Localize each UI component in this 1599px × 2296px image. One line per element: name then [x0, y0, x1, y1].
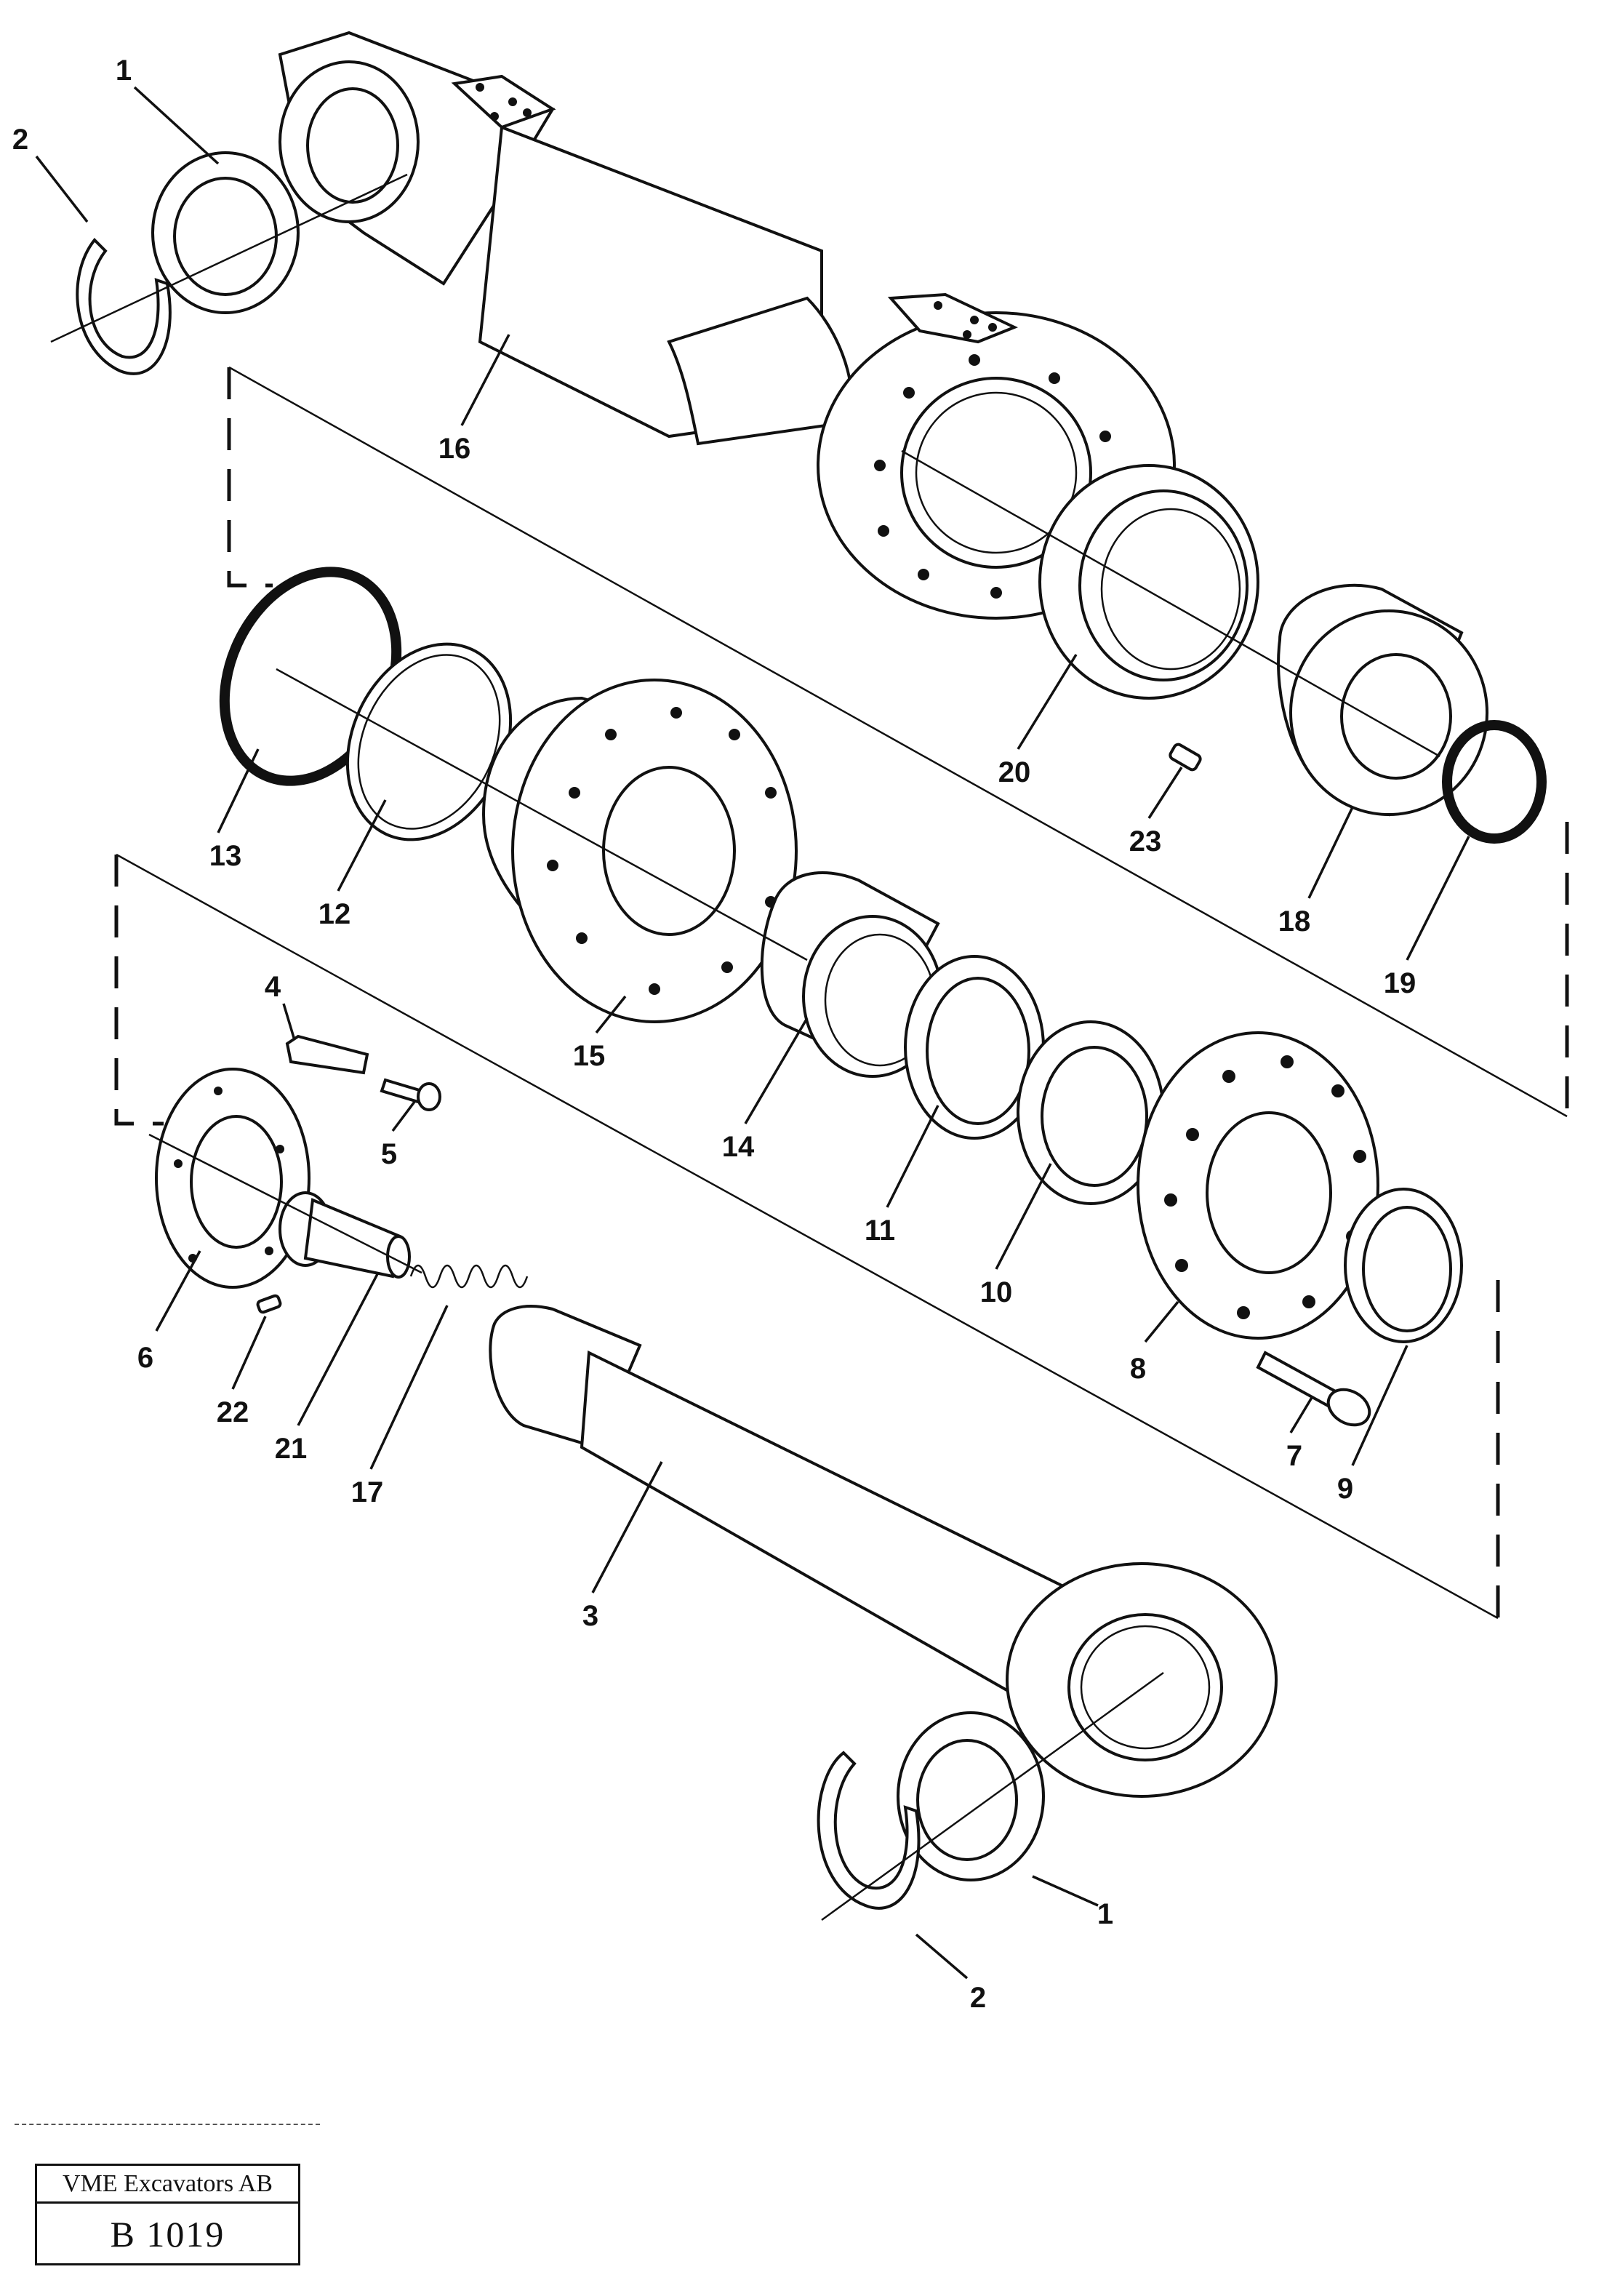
callout-1-bottom: 1: [1097, 1898, 1113, 1930]
piston-rod: [489, 1305, 1278, 1798]
set-screw: [1169, 743, 1202, 772]
callout-7: 7: [1286, 1440, 1302, 1472]
callout-11: 11: [865, 1215, 895, 1247]
bearing-bottom: [897, 1711, 1045, 1881]
cylinder-barrel: [278, 31, 1176, 620]
cylinder-head: [481, 679, 798, 1023]
bearing-top: [151, 151, 300, 314]
callout-labels: 2 1 16 13 12 15 20 23 18 19 4 5 14 11 10…: [12, 55, 1416, 2014]
callout-21: 21: [275, 1433, 308, 1465]
shaft: [278, 1191, 411, 1279]
callout-10: 10: [980, 1276, 1013, 1308]
callout-17: 17: [351, 1476, 384, 1508]
flange: [1137, 1031, 1379, 1340]
assembly-outline-lower: [114, 853, 1500, 1620]
callout-2-top: 2: [12, 124, 28, 156]
callout-13: 13: [209, 840, 242, 872]
screw: [380, 1078, 441, 1111]
callout-6: 6: [137, 1342, 153, 1374]
callout-12: 12: [318, 898, 351, 930]
pin: [256, 1294, 282, 1314]
guide-ring: [1038, 464, 1259, 700]
callout-18: 18: [1278, 905, 1311, 937]
leader-lines: [35, 86, 1470, 1980]
retaining-ring: [1442, 720, 1547, 844]
drawing-code: B 1019: [110, 2214, 225, 2255]
callout-1-top: 1: [116, 55, 132, 87]
callout-8: 8: [1130, 1353, 1146, 1385]
callout-16: 16: [438, 433, 471, 465]
callout-3: 3: [582, 1600, 598, 1632]
bolt: [1256, 1351, 1371, 1427]
spring: [409, 1264, 529, 1289]
piston: [1277, 583, 1488, 817]
callout-23: 23: [1129, 825, 1162, 857]
callout-20: 20: [998, 756, 1031, 788]
callout-9: 9: [1337, 1473, 1353, 1505]
axis-lines: [50, 173, 1440, 1921]
title-block: VME Excavators AB B 1019: [35, 2164, 300, 2265]
circlip-bottom: [817, 1751, 921, 1910]
callout-19: 19: [1384, 967, 1416, 999]
company-name: VME Excavators AB: [37, 2166, 298, 2204]
lock-plate: [285, 1034, 369, 1075]
circlip-top: [76, 238, 172, 375]
callout-15: 15: [573, 1040, 606, 1072]
callout-5: 5: [381, 1138, 397, 1170]
callout-22: 22: [217, 1396, 249, 1428]
title-block-rule: [15, 2124, 320, 2125]
end-plate: [155, 1068, 310, 1289]
callout-14: 14: [722, 1131, 755, 1163]
assembly-outline-upper: [227, 366, 1569, 1118]
callout-4: 4: [265, 971, 281, 1003]
callout-2-bottom: 2: [970, 1982, 986, 2014]
